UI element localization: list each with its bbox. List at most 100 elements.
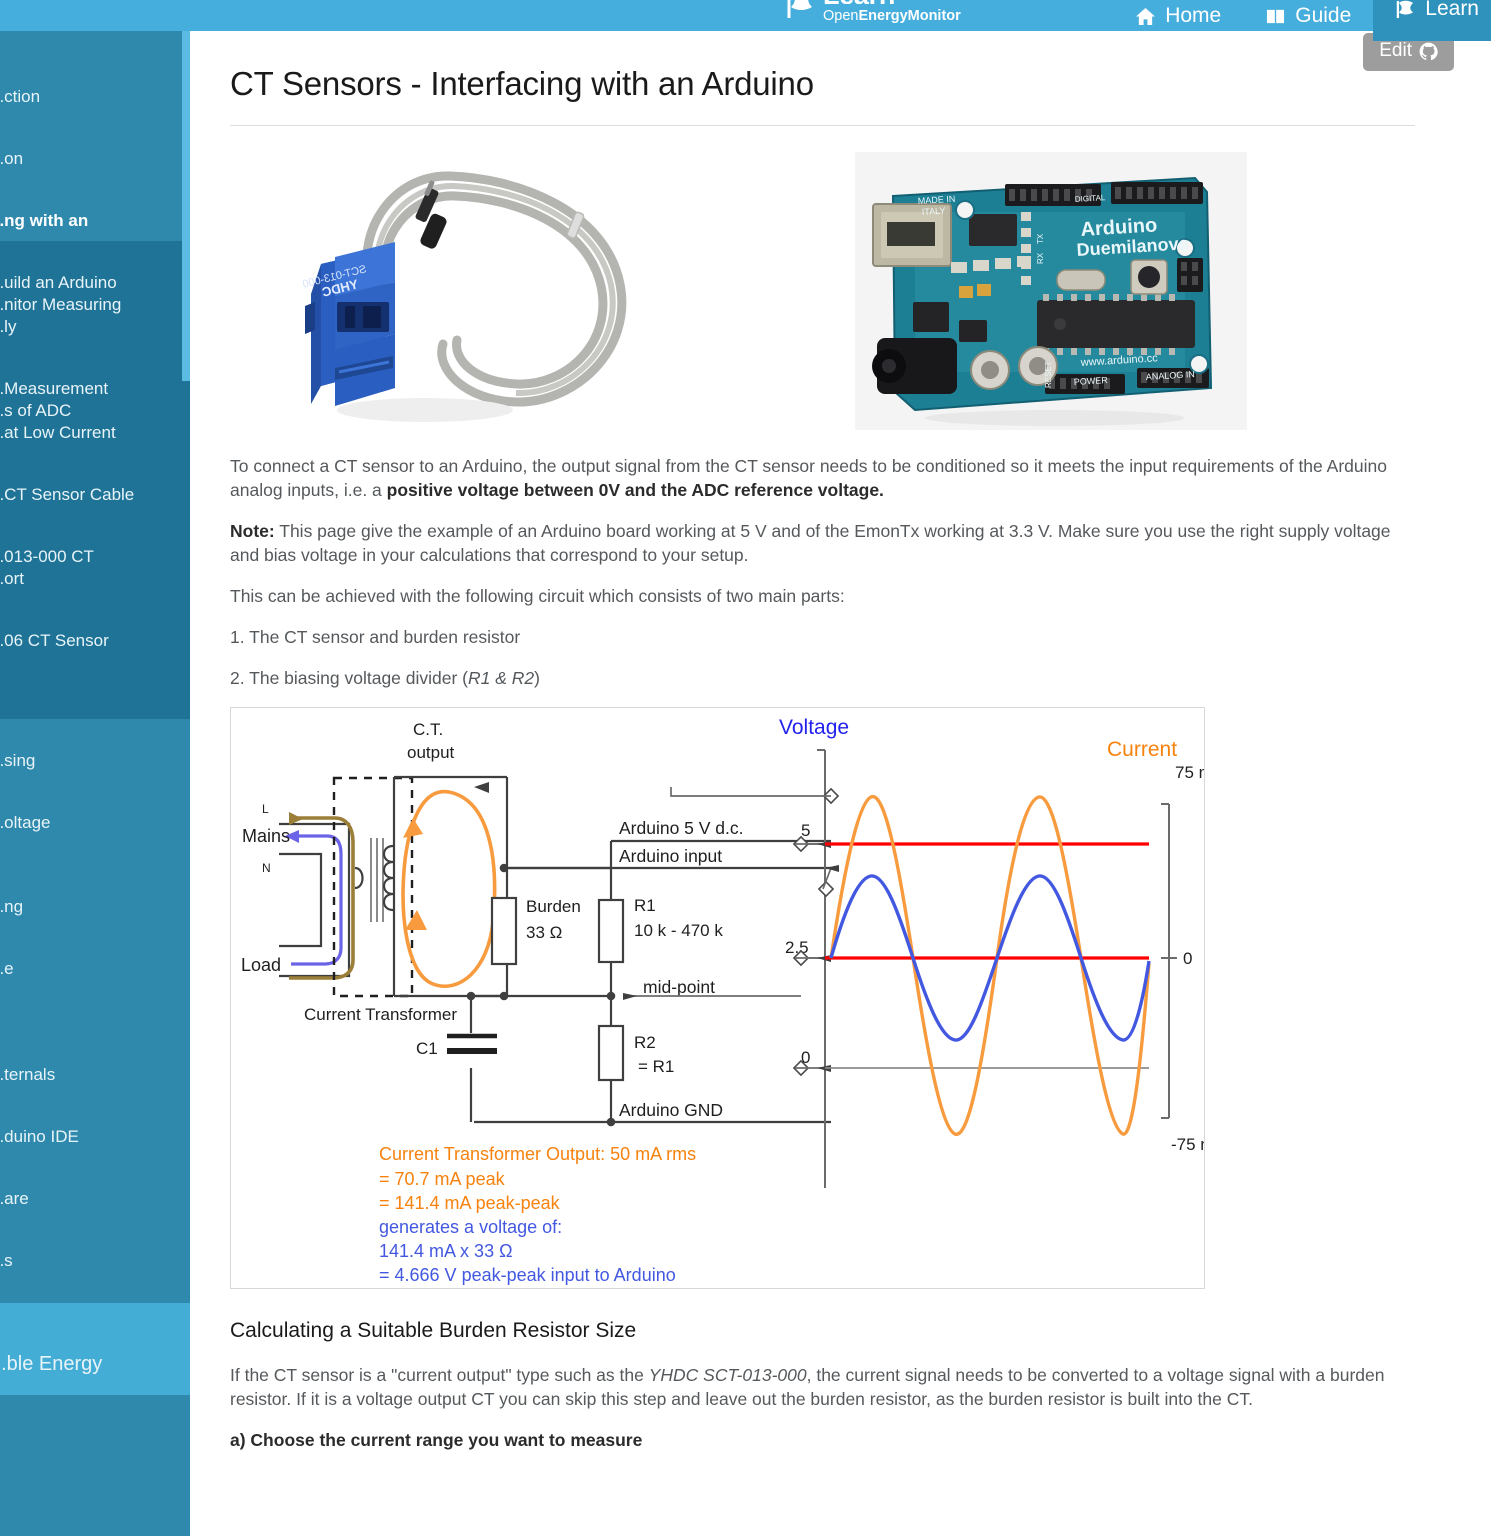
sidebar-item-sct-013-000-report[interactable]: ...013-000 CT ...ort [0, 547, 94, 588]
annotation-orange-2: = 70.7 mA peak [379, 1169, 506, 1189]
circuit-diagram-svg: Mains L N Load Current Transformer [231, 708, 1204, 1288]
sidebar-item-tools[interactable]: ...s [0, 1251, 13, 1270]
arduino-board-image: MADE IN ITALY Arduino Duemilanove www.ar… [855, 152, 1247, 430]
nav-links: Home Guide Learn [1113, 0, 1491, 41]
paragraph-circuit-intro: This can be achieved with the following … [230, 586, 845, 606]
nav-link-guide[interactable]: Guide [1243, 0, 1373, 34]
part2-prefix: 2. The biasing voltage divider ( [230, 668, 469, 688]
voltage-waveform [829, 874, 1151, 1042]
sidebar-group-lower: ...sing ...oltage ...ng ...e ...ternals … [0, 719, 190, 1303]
annotation-orange-3: = 141.4 mA peak-peak [379, 1193, 561, 1213]
burden-model-italic: YHDC SCT-013-000 [648, 1365, 807, 1385]
paragraph-intro: To connect a CT sensor to an Arduino, th… [230, 454, 1415, 502]
note-text: This page give the example of an Arduino… [230, 521, 1391, 565]
sidebar-item-introduction[interactable]: ...ction [0, 87, 41, 106]
sidebar-item-sct-006-ct-sensor[interactable]: ...06 CT Sensor [0, 631, 109, 650]
diagram-label-burden-1: Burden [526, 897, 581, 916]
sidebar-item-measuring[interactable]: ...ng [0, 897, 24, 916]
diagram-label-arduino-gnd: Arduino GND [619, 1100, 723, 1120]
diagram-label-arduino-5v: Arduino 5 V d.c. [619, 818, 744, 838]
paragraph-note: Note: This page give the example of an A… [230, 519, 1415, 567]
edit-button-label: Edit [1379, 40, 1412, 61]
diagram-label-current-transformer: Current Transformer [304, 1005, 457, 1024]
diagram-label-r2-name: R2 [634, 1033, 656, 1052]
diagram-label-midpoint: mid-point [643, 977, 715, 997]
sidebar-item-firmware[interactable]: ...are [0, 1189, 29, 1208]
diagram-label-line: L [262, 802, 269, 816]
sidebar-scrollbar-track[interactable] [182, 31, 190, 1536]
nav-link-home-label: Home [1165, 4, 1222, 27]
book-icon [1267, 9, 1285, 23]
sidebar-item-sensing[interactable]: ...sing [0, 751, 36, 770]
arduino-silk-brand: Arduino [1080, 214, 1158, 241]
sidebar-item-source[interactable]: ...e [0, 959, 14, 978]
sidebar-section-active: ...uild an Arduino ...nitor Measuring ..… [0, 241, 190, 719]
diagram-label-burden-2: 33 Ω [526, 923, 562, 942]
svg-text:POWER: POWER [1074, 375, 1109, 387]
intro-text-normal: To connect a CT sensor to an Arduino, th… [230, 456, 1387, 500]
top-navigation-bar: Learn OpenEnergyMonitor Home Guide [0, 0, 1491, 41]
sidebar-item-voltage[interactable]: ...oltage [0, 813, 51, 832]
svg-text:ANALOG IN: ANALOG IN [1146, 369, 1196, 382]
brand-title: Learn [823, 0, 961, 4]
sidebar-item-renewable-energy[interactable]: ...ble Energy [0, 1353, 103, 1375]
svg-text:ITALY: ITALY [922, 206, 946, 217]
voltage-tick-0: 0 [801, 1048, 810, 1067]
site-brand[interactable]: Learn OpenEnergyMonitor [785, 0, 961, 24]
diagram-label-c1: C1 [416, 1039, 438, 1058]
diagram-label-r2-value: = R1 [638, 1057, 674, 1076]
paragraph-part-2: 2. The biasing voltage divider (R1 & R2) [230, 666, 1415, 690]
nav-link-learn[interactable]: Learn [1373, 0, 1491, 41]
diagram-label-ct-output-2: output [407, 743, 455, 762]
sidebar-scrollbar-thumb[interactable] [182, 31, 190, 381]
intro-text-bold: positive voltage between 0V and the ADC … [386, 480, 884, 500]
diagram-label-ct-output-1: C.T. [413, 720, 443, 739]
main-content: Edit CT Sensors - Interfacing with an Ar… [202, 31, 1470, 1536]
burden-text-1: If the CT sensor is a "current output" t… [230, 1365, 649, 1385]
brand-subtitle: OpenEnergyMonitor [823, 8, 961, 24]
svg-text:RESET: RESET [1044, 361, 1053, 388]
paragraph-step-a: a) Choose the current range you want to … [230, 1430, 643, 1450]
part2-suffix: ) [534, 668, 540, 688]
current-tick-75: 75 mA [1175, 763, 1204, 782]
nav-link-learn-label: Learn [1425, 0, 1479, 20]
sidebar-item-internals[interactable]: ...ternals [0, 1065, 56, 1084]
sidebar-top-spacer [0, 31, 190, 77]
annotation-orange-1: Current Transformer Output: 50 mA rms [379, 1144, 696, 1164]
page-title: CT Sensors - Interfacing with an Arduino [230, 65, 814, 102]
title-divider [230, 125, 1415, 126]
diagram-title-voltage: Voltage [779, 716, 849, 739]
sidebar: ...ction ...on ...ng with an ...uild an … [0, 31, 190, 1536]
arduino-silk-made: MADE IN [918, 194, 956, 206]
home-icon [1136, 7, 1156, 25]
current-tick-neg75: -75 mA [1171, 1135, 1204, 1154]
nav-link-home[interactable]: Home [1113, 0, 1243, 34]
paragraph-burden: If the CT sensor is a "current output" t… [230, 1363, 1415, 1411]
sidebar-item-ct-sensor-cable[interactable]: ...CT Sensor Cable [0, 485, 135, 504]
part2-italic: R1 & R2 [468, 668, 535, 688]
openenergymonitor-logo-icon [787, 0, 812, 18]
github-icon [1419, 42, 1438, 60]
annotation-blue-3: = 4.666 V peak-peak input to Arduino [379, 1265, 676, 1285]
sidebar-group-top: ...ction ...on ...ng with an [0, 77, 190, 241]
svg-text:DIGITAL: DIGITAL [1075, 193, 1107, 204]
burden-text-2: , the current signal needs to be convert… [230, 1365, 1385, 1409]
ct-sensor-image: SCT-013-000 YHDC [275, 154, 675, 449]
sidebar-item-build-arduino-monitor[interactable]: ...uild an Arduino ...nitor Measuring ..… [0, 273, 122, 336]
product-images-row: SCT-013-000 YHDC [230, 152, 1415, 454]
flag-icon [1397, 0, 1414, 18]
sidebar-item-measurement-adc[interactable]: ...Measurement ...s of ADC ...at Low Cur… [0, 379, 116, 442]
svg-text:TX: TX [1036, 233, 1045, 244]
sidebar-item-interfacing-with-an-arduino[interactable]: ...ng with an [0, 211, 89, 230]
diagram-label-arduino-input: Arduino input [619, 846, 722, 866]
svg-text:RX: RX [1036, 252, 1045, 264]
diagram-label-load: Load [241, 955, 281, 975]
paragraph-part-1: 1. The CT sensor and burden resistor [230, 627, 521, 647]
diagram-label-neutral: N [262, 861, 271, 875]
sidebar-item-arduino-ide[interactable]: ...duino IDE [0, 1127, 79, 1146]
article-body: CT Sensors - Interfacing with an Arduino [202, 31, 1470, 1452]
sidebar-item-operation[interactable]: ...on [0, 149, 24, 168]
arduino-silk-url: www.arduino.cc [1079, 352, 1158, 369]
annotation-blue-2: 141.4 mA x 33 Ω [379, 1241, 513, 1261]
